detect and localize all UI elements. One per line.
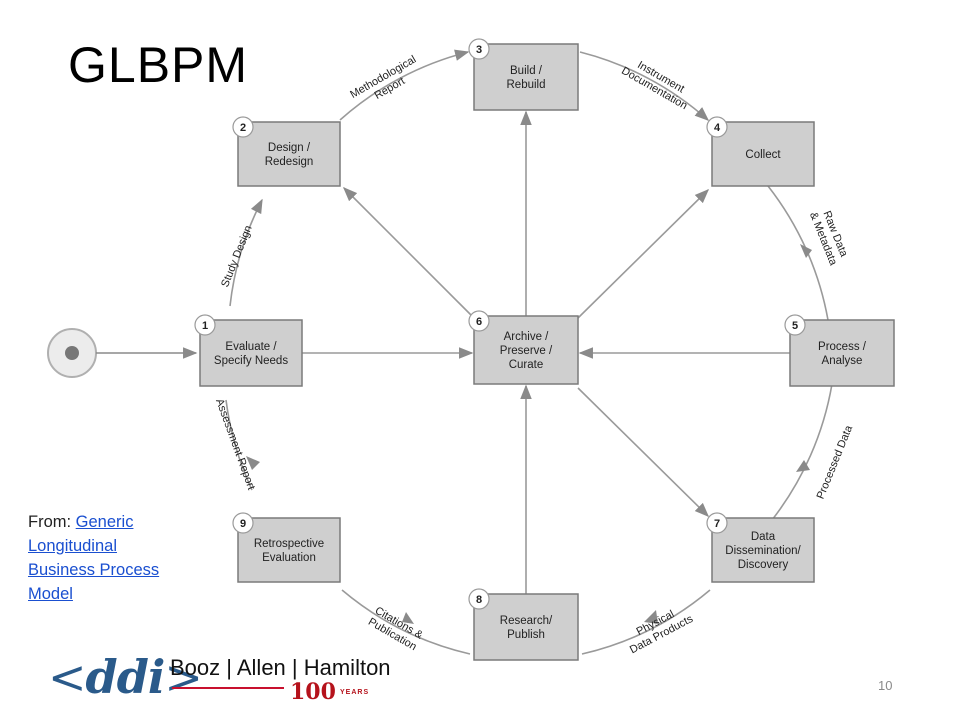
arc-8-to-9	[341, 589, 471, 655]
arc-3-to-4	[579, 51, 710, 121]
node-box-6	[473, 315, 579, 385]
spoke-6-to-4	[577, 188, 710, 319]
node-number-3: 3	[476, 44, 482, 56]
node-label-8-1: Publish	[507, 629, 545, 641]
ddi-logo-right-bracket: >	[164, 650, 203, 704]
ddi-logo-text: ddi	[85, 650, 166, 704]
node-number-badge-7	[706, 512, 728, 534]
arc-5-to-7	[771, 383, 833, 521]
node-number-badge-6	[468, 310, 490, 332]
edge-label-text-9-1-0: Assessment Report	[213, 397, 257, 491]
node-label-7-0: Data	[751, 531, 776, 543]
node-label-9-0: Retrospective	[254, 538, 324, 550]
node-number-6: 6	[476, 316, 482, 328]
arrowhead-5-to-7	[796, 460, 810, 472]
node-label-4-0: Collect	[745, 149, 781, 161]
node-number-badge-9	[232, 512, 254, 534]
slide-title: GLBPM	[68, 37, 249, 93]
node-label-5-1: Analyse	[822, 355, 863, 367]
node-number-1: 1	[202, 320, 208, 332]
spoke-6-to-7	[577, 387, 710, 518]
arc-7-to-8	[581, 589, 711, 655]
node-box-8	[473, 593, 579, 661]
source-link[interactable]: Generic Longitudinal Business Process Mo…	[28, 513, 160, 603]
node-label-8-0: Research/	[500, 615, 553, 627]
arrowhead-9-to-1	[246, 456, 260, 470]
bah-logo-rule	[172, 687, 284, 689]
bah-logo-name: Booz | Allen | Hamilton	[170, 655, 391, 680]
node-label-3-1: Rebuild	[507, 79, 546, 91]
ddi-logo-left-bracket: <	[48, 650, 87, 704]
node-box-1	[199, 319, 303, 387]
node-label-2-0: Design /	[268, 142, 311, 154]
node-box-5	[789, 319, 895, 387]
node-label-6-1: Preserve /	[500, 345, 553, 357]
arrowhead-7-to-8	[644, 610, 658, 624]
node-label-7-1: Dissemination/	[725, 545, 801, 557]
node-box-9	[237, 517, 341, 583]
node-number-2: 2	[240, 122, 246, 134]
node-label-1-1: Specify Needs	[214, 355, 288, 367]
edge-label-text-5-7-0: Processed Data	[815, 423, 856, 501]
edge-label-4-5: Raw Data& Metadata	[807, 209, 850, 268]
node-number-9: 9	[240, 518, 246, 530]
node-number-5: 5	[792, 320, 798, 332]
edge-label-5-7: Processed Data	[815, 423, 856, 501]
edge-label-8-9: Citations &Publication	[366, 605, 425, 653]
node-label-2-1: Redesign	[265, 156, 314, 168]
page-number: 10	[878, 678, 893, 693]
node-label-6-0: Archive /	[504, 331, 550, 343]
arc-4-to-5	[767, 185, 829, 321]
arrowhead-4-to-5	[800, 244, 812, 258]
spoke-6-to-2	[342, 186, 475, 319]
node-box-3	[473, 43, 579, 111]
bah-logo-years: YEARS	[340, 689, 370, 696]
node-number-badge-5	[784, 314, 806, 336]
bah-logo-100: 100	[290, 679, 336, 705]
source-citation: From: Generic Longitudinal Business Proc…	[28, 510, 178, 606]
node-label-1-0: Evaluate /	[225, 341, 277, 353]
node-box-2	[237, 121, 341, 187]
node-number-badge-3	[468, 38, 490, 60]
arc-1-to-2	[229, 198, 263, 307]
arc-2-to-3	[339, 49, 470, 121]
ddi-logo: <ddi>	[48, 650, 203, 704]
node-label-6-2: Curate	[509, 359, 544, 371]
node-label-3-0: Build /	[510, 65, 543, 77]
edge-label-1-2: Study Design	[219, 224, 255, 289]
node-label-5-0: Process /	[818, 341, 867, 353]
booz-allen-hamilton-logo: Booz | Allen | Hamilton 100 YEARS	[170, 655, 391, 705]
node-number-4: 4	[714, 122, 721, 134]
source-prefix: From:	[28, 513, 76, 531]
node-number-7: 7	[714, 518, 720, 530]
node-number-badge-1	[194, 314, 216, 336]
node-number-badge-8	[468, 588, 490, 610]
edge-label-9-1: Assessment Report	[213, 397, 257, 491]
arc-9-to-1	[225, 399, 253, 491]
node-number-badge-4	[706, 116, 728, 138]
edge-label-text-1-2-0: Study Design	[219, 224, 255, 289]
start-node-dot	[65, 346, 79, 360]
node-box-4	[711, 121, 815, 187]
node-number-8: 8	[476, 594, 482, 606]
node-label-7-2: Discovery	[738, 559, 789, 571]
node-label-9-1: Evaluation	[262, 552, 316, 564]
node-box-7	[711, 517, 815, 583]
node-number-badge-2	[232, 116, 254, 138]
arrowhead-8-to-9	[402, 612, 414, 624]
